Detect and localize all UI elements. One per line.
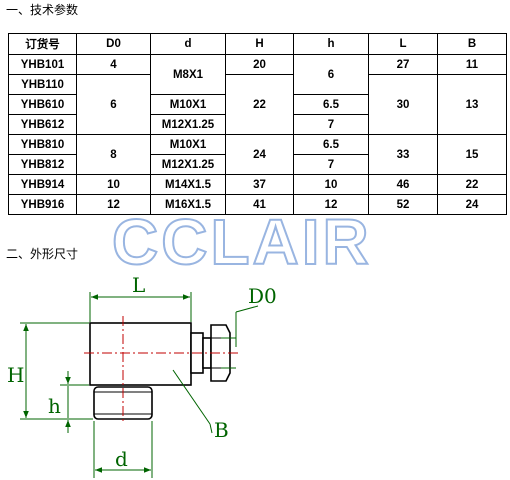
L-cell: 52	[368, 194, 438, 215]
d-cell: M16X1.5	[150, 194, 226, 215]
dimension-d	[93, 421, 153, 478]
spec-table: 订货号 D0 d H h L B YHB101 4 M8X1 20 6 27 1…	[8, 33, 507, 215]
table-row: YHB812 M12X1.25 7	[8, 154, 507, 175]
dim-label-D0: D0	[248, 284, 277, 308]
section-title-specs: 一、技术参数	[6, 3, 79, 17]
section-title-dimensions: 二、外形尺寸	[6, 247, 79, 261]
H-cell: 41	[225, 194, 294, 215]
table-row: YHB810 8 M10X1 24 6.5 33 15	[8, 134, 507, 175]
fitting-body	[89, 322, 231, 420]
d-cell: M8X1	[150, 54, 226, 95]
table-row: YHB916 12 M16X1.5 41 12 52 24	[8, 194, 507, 215]
dimension-H	[20, 322, 93, 420]
dim-label-H: H	[7, 363, 24, 387]
L-cell: 33	[368, 134, 438, 175]
dimension-D0	[221, 305, 259, 369]
B-cell: 24	[437, 194, 507, 215]
dim-label-h: h	[48, 394, 61, 418]
model-cell: YHB610	[8, 94, 77, 115]
d0-cell: 12	[76, 194, 151, 215]
table-row: YHB610 M10X1 6.5	[8, 94, 507, 115]
H-cell: 20	[225, 54, 294, 75]
dim-label-B: B	[214, 418, 229, 442]
dimension-h	[60, 371, 89, 433]
d-cell: M10X1	[150, 94, 226, 115]
model-cell: YHB101	[8, 54, 77, 75]
d-cell: M10X1	[150, 134, 226, 155]
table-row: YHB612 M12X1.25 7	[8, 114, 507, 135]
dim-label-L: L	[132, 273, 145, 297]
center-lines	[84, 316, 238, 422]
model-cell: YHB812	[8, 154, 77, 175]
model-cell: YHB612	[8, 114, 77, 135]
B-cell: 13	[437, 74, 507, 135]
dim-label-d: d	[115, 447, 128, 471]
dimension-B	[172, 369, 213, 434]
L-cell: 30	[368, 74, 438, 135]
h-cell: 6.5	[293, 134, 369, 155]
table-row: YHB110 6 22 30 13	[8, 74, 507, 135]
dimension-L	[89, 292, 192, 322]
table-header-row: 订货号 D0 d H h L B	[8, 33, 507, 55]
d-cell: M12X1.25	[150, 114, 226, 135]
